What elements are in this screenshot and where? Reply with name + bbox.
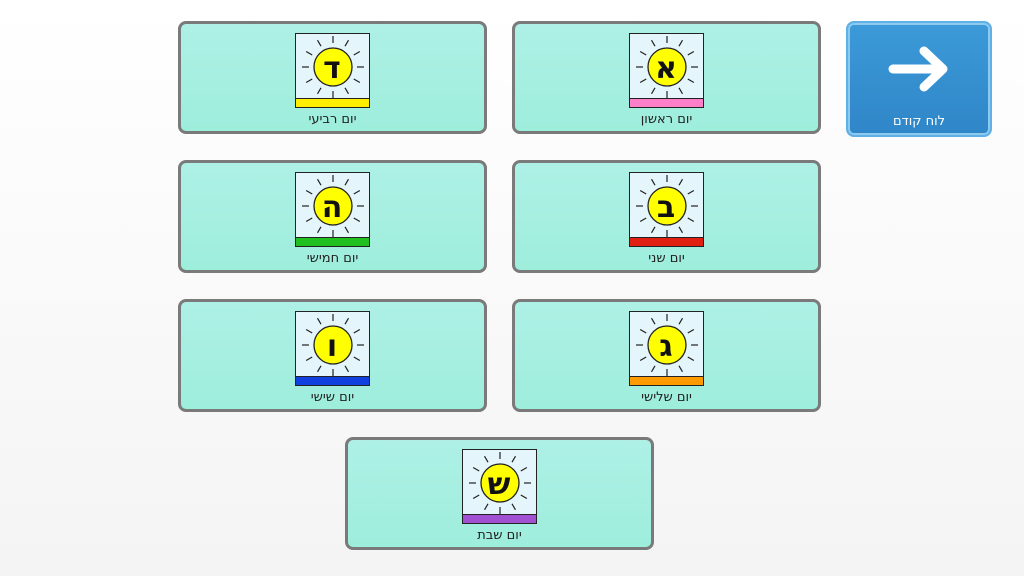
day-button[interactable]: ד יום רביעי [178,21,487,134]
day-label: יום שלישי [641,390,692,405]
day-button[interactable]: ב יום שני [512,160,821,273]
day-label: יום ראשון [640,112,693,127]
day-label: יום חמישי [306,251,359,266]
day-label: יום שישי [310,390,355,405]
day-letter: ד [323,51,341,86]
sun-day-icon: ב [628,172,704,247]
day-letter: ב [656,190,676,225]
day-letter: ה [321,190,343,225]
sun-day-icon: ש [461,449,537,524]
previous-board-label: לוח קודם [892,114,946,129]
sun-day-icon: ד [294,33,370,108]
previous-board-button[interactable]: לוח קודם [846,21,992,137]
day-color-bar [295,98,369,107]
day-letter: ו [326,329,338,364]
day-label: יום שני [648,251,685,266]
day-letter: א [655,51,677,86]
day-color-bar [462,514,536,523]
day-color-bar [629,98,703,107]
arrow-right-icon [888,46,948,92]
day-color-bar [629,237,703,246]
day-letter: ג [659,329,673,364]
day-button[interactable]: א יום ראשון [512,21,821,134]
day-button[interactable]: ו יום שישי [178,299,487,412]
day-label: יום שבת [477,528,522,543]
day-letter: ש [487,467,511,502]
day-color-bar [295,237,369,246]
sun-day-icon: ג [628,311,704,386]
sun-day-icon: א [628,33,704,108]
sun-day-icon: ה [294,172,370,247]
day-label: יום רביעי [308,112,357,127]
day-button[interactable]: ה יום חמישי [178,160,487,273]
day-color-bar [629,376,703,385]
day-color-bar [295,376,369,385]
day-button[interactable]: ש יום שבת [345,437,654,550]
sun-day-icon: ו [294,311,370,386]
day-button[interactable]: ג יום שלישי [512,299,821,412]
